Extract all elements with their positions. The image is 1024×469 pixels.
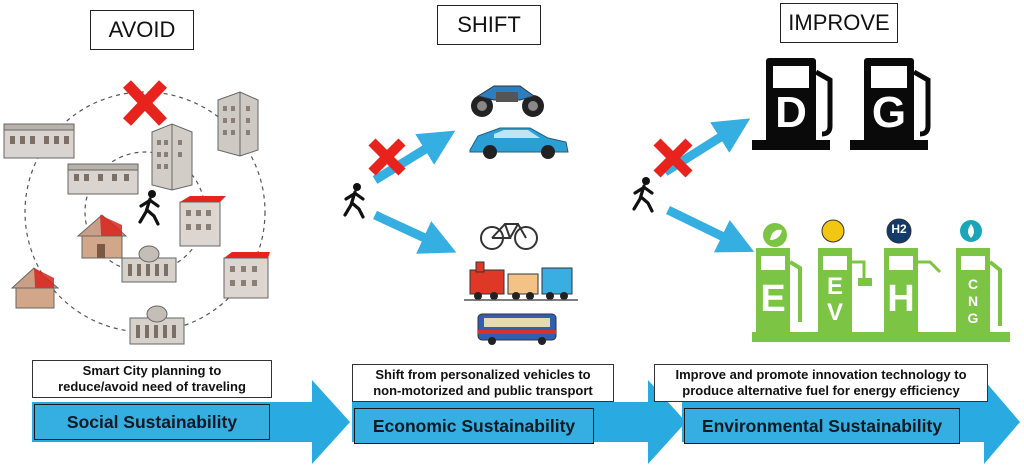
avoid-description-line: reduce/avoid need of traveling <box>58 379 246 394</box>
improve-cross-icon <box>653 138 693 178</box>
social-sustainability-label: Social Sustainability <box>34 404 270 440</box>
ethanol-pump-icon <box>756 223 802 332</box>
walking-person-icon <box>632 177 654 213</box>
hydrogen-pump-icon <box>884 218 942 332</box>
bulb-icon <box>821 219 845 243</box>
shift-description-line: non-motorized and public transport <box>373 383 593 398</box>
walking-person-icon <box>138 190 160 226</box>
h2-badge-icon <box>886 218 912 244</box>
diesel-pump-letter: D <box>775 88 807 137</box>
house-icon <box>76 214 128 259</box>
improve-title: IMPROVE <box>780 3 898 43</box>
building-icon <box>67 163 139 195</box>
cng-pump-letter: C N G <box>967 276 979 326</box>
hydrogen-pump-letter: H <box>887 278 915 320</box>
avoid-cross-icon <box>123 80 167 126</box>
shift-title: SHIFT <box>437 5 541 45</box>
ethanol-pump-letter: E <box>760 278 786 320</box>
walking-person-icon <box>343 183 365 219</box>
building-icon <box>3 123 75 159</box>
shift-cross-icon <box>368 138 406 176</box>
improve-illustration <box>632 58 1010 342</box>
improve-description-line: Improve and promote innovation technolog… <box>675 367 967 382</box>
civic-building-icon <box>121 245 177 283</box>
green-pump-base <box>752 332 1010 342</box>
motorcycle-icon <box>471 85 544 117</box>
avoid-description-line: Smart City planning to <box>82 363 222 378</box>
red-roof-building-icon <box>223 252 270 299</box>
bus-icon <box>477 313 557 345</box>
avoid-description: Smart City planning to reduce/avoid need… <box>32 360 272 398</box>
electric-pump-icon <box>818 219 872 332</box>
red-roof-building-icon <box>179 196 226 247</box>
improve-arrow-down <box>666 205 755 253</box>
improve-description: Improve and promote innovation technolog… <box>654 364 988 402</box>
house-icon <box>10 267 60 309</box>
avoid-illustration <box>3 80 270 345</box>
cng-pump-icon <box>956 220 1002 332</box>
bicycle-icon <box>480 223 538 250</box>
shift-description-line: Shift from personalized vehicles to <box>375 367 591 382</box>
office-tower-icon <box>217 91 259 157</box>
h2-badge-label: H2 <box>891 222 907 236</box>
outer-dashed-circle <box>24 91 266 333</box>
shift-illustration <box>343 85 578 345</box>
ev-pump-letter: E V <box>826 273 843 326</box>
shift-arrow-up <box>372 130 456 184</box>
gasoline-pump-icon <box>850 58 931 150</box>
gasoline-pump-letter: G <box>871 88 907 137</box>
shift-description: Shift from personalized vehicles to non-… <box>352 364 614 402</box>
economic-sustainability-label: Economic Sustainability <box>354 408 594 444</box>
improve-description-line: produce alternative fuel for energy effi… <box>682 383 960 398</box>
train-icon <box>464 261 578 301</box>
civic-building-icon <box>129 305 185 345</box>
diesel-pump-icon <box>752 58 833 150</box>
office-tower-icon <box>151 123 193 191</box>
car-icon <box>469 127 569 159</box>
environmental-sustainability-label: Environmental Sustainability <box>684 408 960 444</box>
shift-arrow-down <box>373 210 457 254</box>
avoid-title: AVOID <box>90 10 194 50</box>
